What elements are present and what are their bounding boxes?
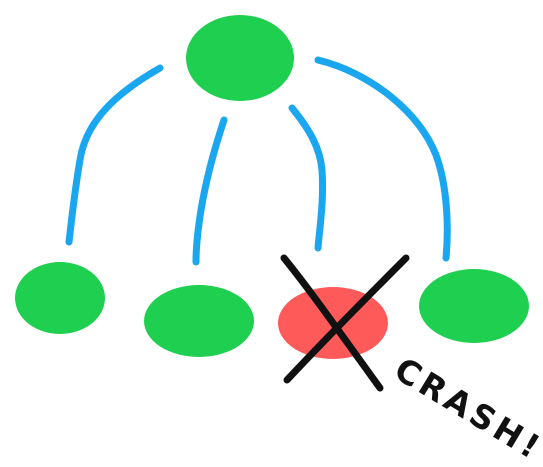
root-node	[186, 15, 294, 101]
connector-group	[65, 56, 451, 266]
crash-x-stroke-1	[280, 254, 384, 392]
connector-1	[65, 64, 164, 246]
crash-label: CRASH!	[388, 349, 543, 467]
child-node-1	[15, 262, 105, 334]
crash-x-stroke-2	[283, 254, 410, 384]
connector-3	[288, 104, 327, 252]
connector-2	[192, 116, 228, 266]
connector-4	[314, 56, 451, 262]
child-node-2	[144, 285, 254, 357]
crash-x-mark	[280, 254, 410, 392]
child-node-4	[419, 269, 529, 343]
